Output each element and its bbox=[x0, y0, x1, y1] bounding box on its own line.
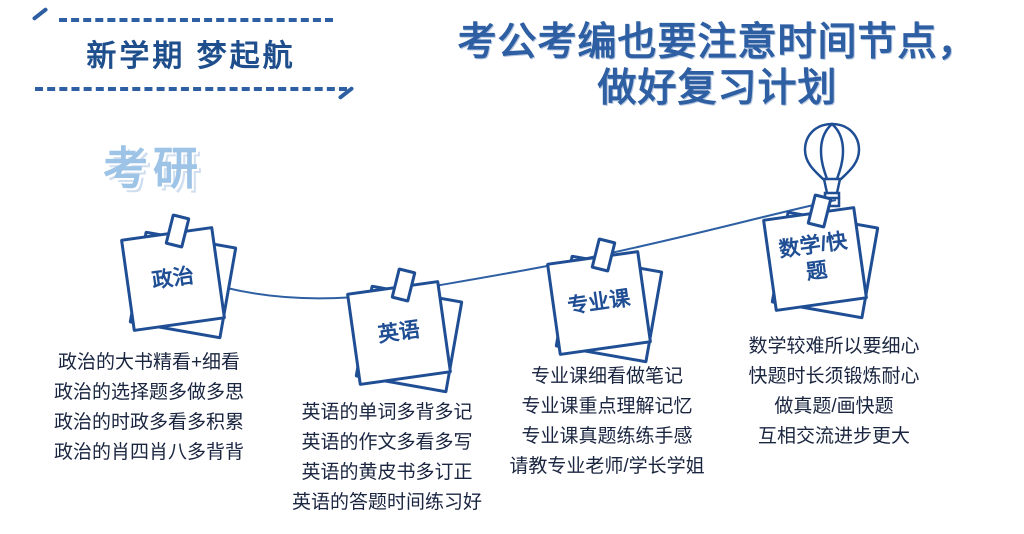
note-label: 政治 bbox=[150, 264, 196, 293]
note-text-math: 数学较难所以要细心 快题时长须锻炼耐心 做真题/画快题 互相交流进步更大 bbox=[726, 332, 942, 452]
text-line: 做真题/画快题 bbox=[774, 396, 894, 417]
note-label: 专业课 bbox=[566, 286, 632, 319]
text-line: 专业课重点理解记忆 bbox=[521, 396, 693, 417]
sticky-note-math: 数学/快题 bbox=[761, 193, 880, 320]
text-line: 政治的选择题多做多思 bbox=[53, 382, 244, 403]
sticky-note-english: 英语 bbox=[345, 267, 464, 394]
text-line: 请教专业老师/学长学姐 bbox=[509, 456, 705, 477]
text-line: 政治的肖四肖八多背背 bbox=[53, 442, 244, 463]
slogan-text: 新学期 梦起航 bbox=[86, 40, 296, 73]
text-line: 政治的时政多看多积累 bbox=[53, 412, 244, 433]
sticky-note-politics: 政治 bbox=[119, 213, 238, 340]
text-line: 专业课真题练练手感 bbox=[521, 426, 693, 447]
text-line: 数学较难所以要细心 bbox=[748, 336, 920, 357]
slogan-badge: 新学期 梦起航 bbox=[31, 6, 355, 101]
note-label: 英语 bbox=[376, 318, 422, 347]
note-label: 数学/快题 bbox=[777, 229, 849, 285]
title-line-2: 做好复习计划 bbox=[597, 67, 838, 111]
text-line: 英语的单词多背多记 bbox=[301, 402, 473, 423]
note-text-english: 英语的单词多背多记 英语的作文多看多写 英语的黄皮书多订正 英语的答题时间练习好 bbox=[266, 398, 508, 518]
dashed-line-top bbox=[59, 18, 333, 22]
note-text-politics: 政治的大书精看+细看 政治的选择题多做多思 政治的时政多看多积累 政治的肖四肖八… bbox=[20, 348, 278, 468]
text-line: 政治的大书精看+细看 bbox=[57, 352, 241, 373]
title-line-1: 考公考编也要注意时间节点， bbox=[457, 21, 978, 64]
sticky-note-major: 专业课 bbox=[545, 237, 664, 364]
text-line: 快题时长须锻炼耐心 bbox=[748, 366, 920, 387]
text-line: 英语的答题时间练习好 bbox=[291, 492, 482, 513]
hot-air-balloon-icon bbox=[803, 122, 861, 208]
dashed-line-bottom bbox=[35, 87, 347, 91]
text-line: 专业课细看做笔记 bbox=[530, 366, 683, 387]
text-line: 互相交流进步更大 bbox=[757, 426, 910, 447]
page-title: 考公考编也要注意时间节点， 做好复习计划 bbox=[415, 20, 1020, 112]
text-line: 英语的作文多看多写 bbox=[301, 432, 473, 453]
text-line: 英语的黄皮书多订正 bbox=[301, 462, 473, 483]
note-text-major: 专业课细看做笔记 专业课重点理解记忆 专业课真题练练手感 请教专业老师/学长学姐 bbox=[492, 362, 722, 482]
section-label-kaoyan: 考研 bbox=[103, 143, 204, 194]
